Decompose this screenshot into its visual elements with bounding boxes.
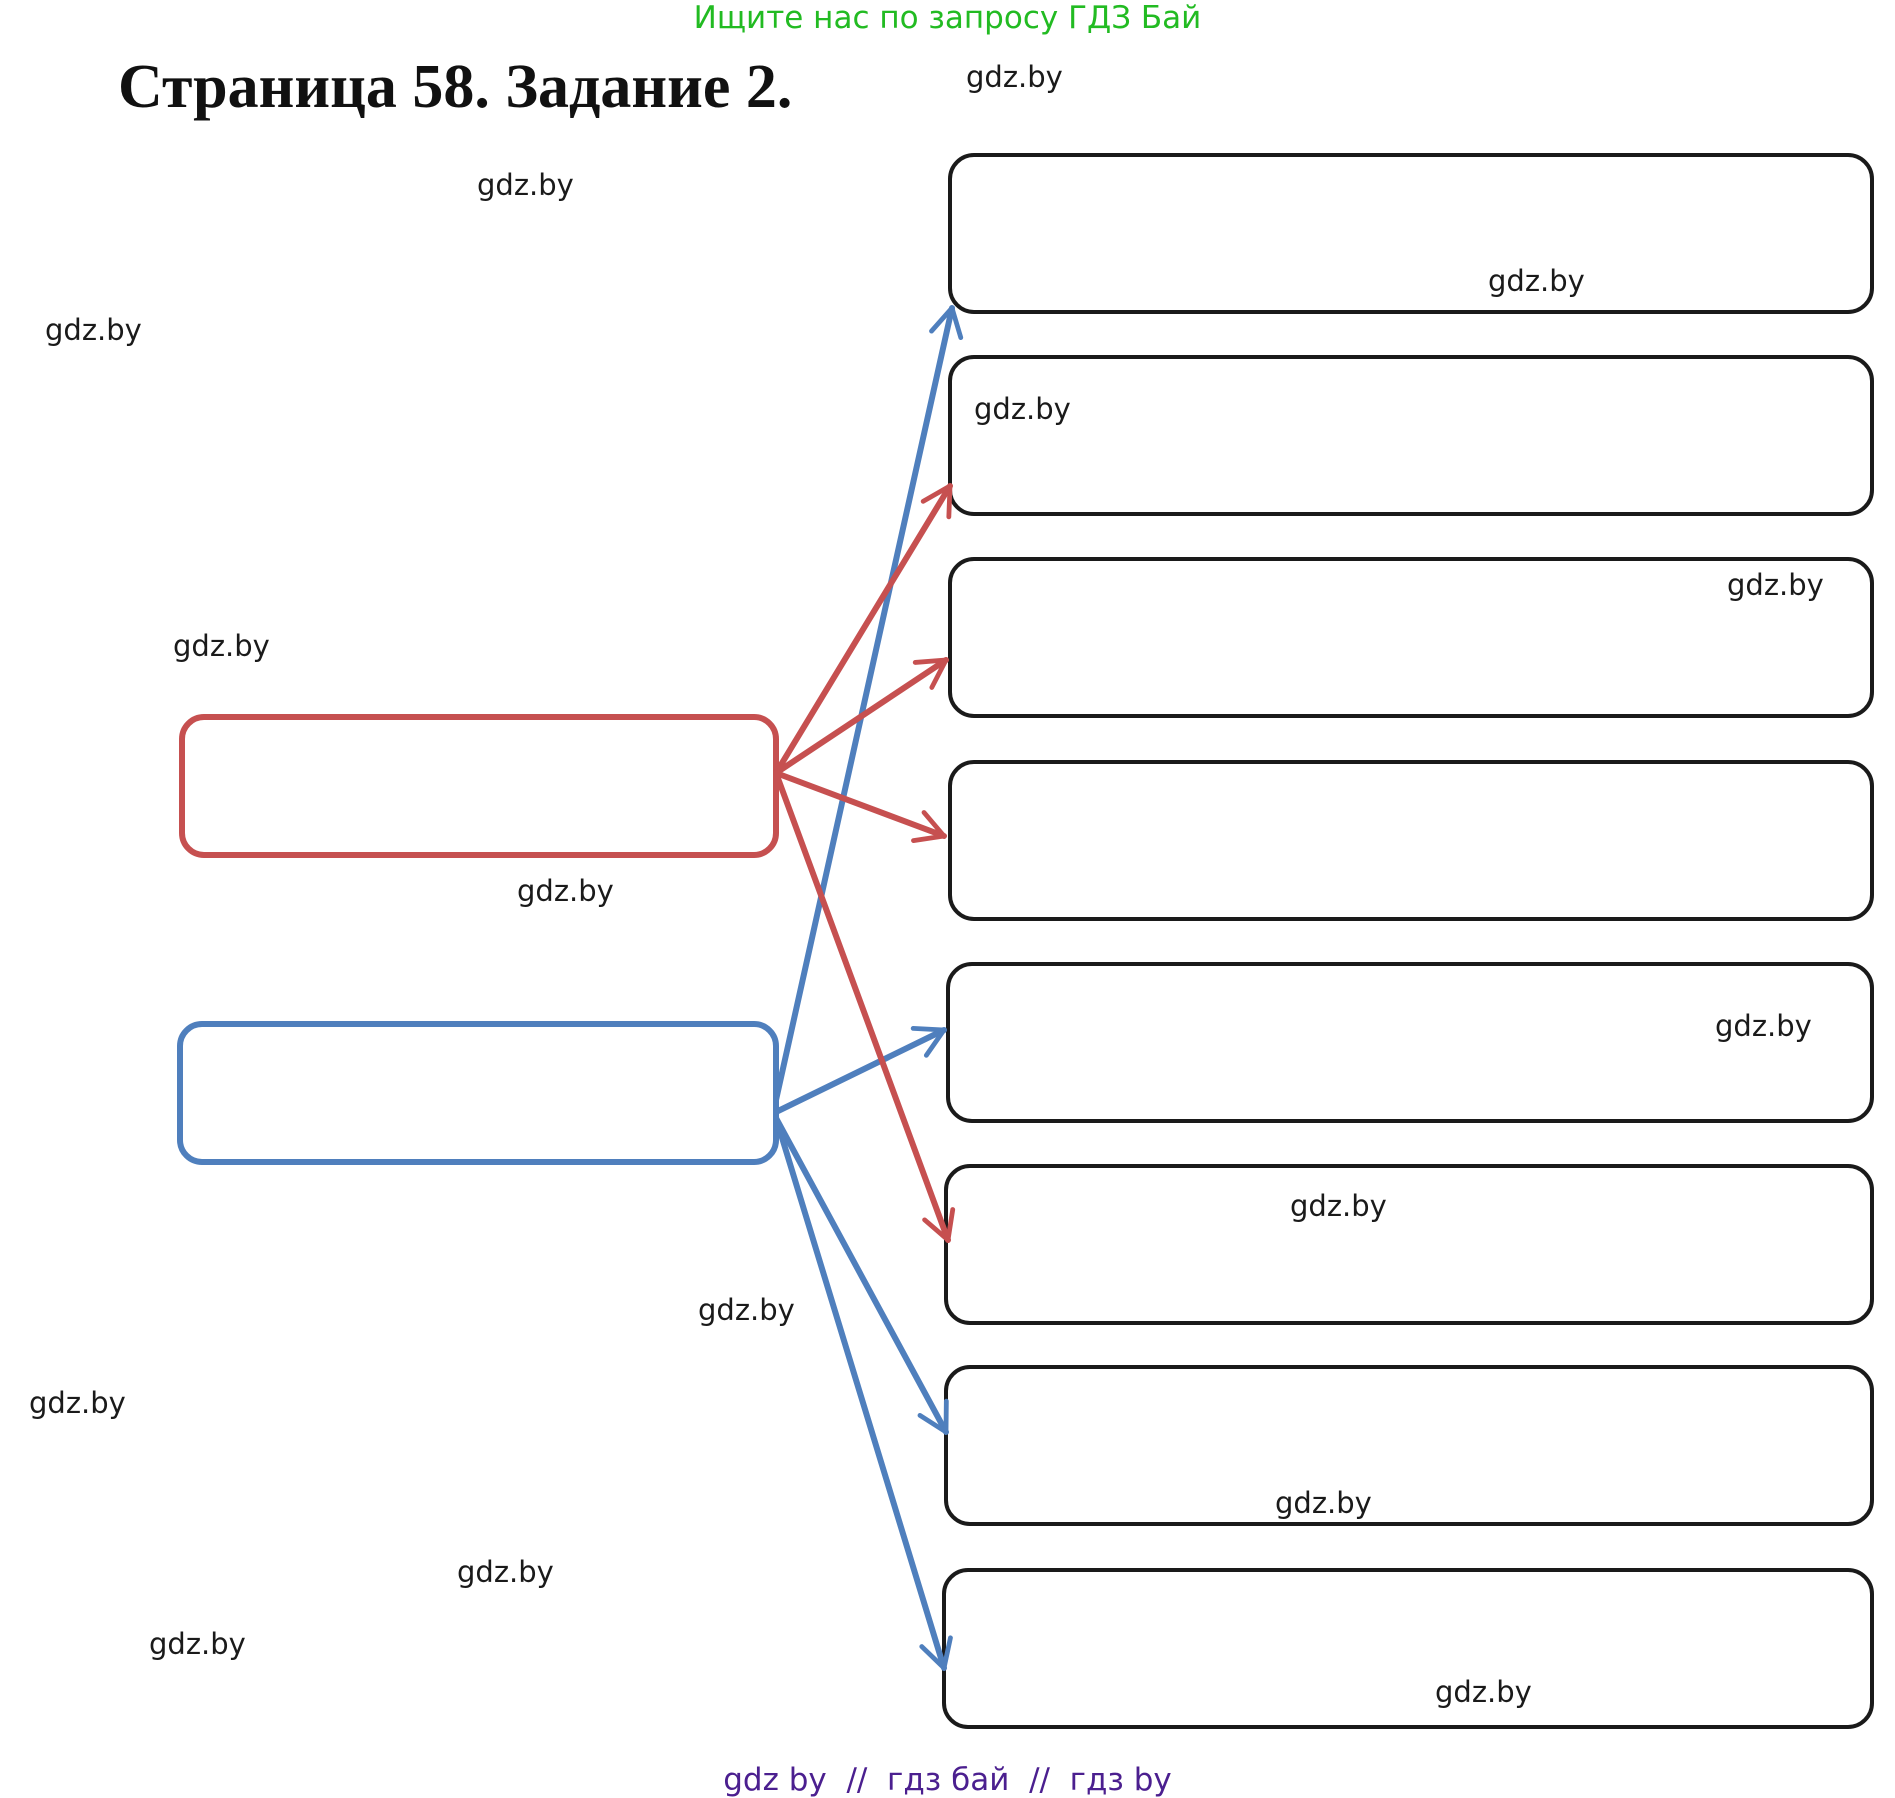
blue-arrow-to-box-8 bbox=[773, 1115, 953, 1671]
watermark: gdz.by bbox=[45, 313, 142, 347]
answer-box-2[interactable] bbox=[948, 355, 1874, 516]
answer-box-5[interactable] bbox=[946, 962, 1874, 1123]
watermark: gdz.by bbox=[1488, 264, 1585, 298]
watermark: gdz.by bbox=[1290, 1189, 1387, 1223]
red-arrow-to-box-3 bbox=[773, 657, 949, 776]
answer-box-1[interactable] bbox=[948, 153, 1874, 314]
red-arrow-to-box-6 bbox=[773, 770, 956, 1243]
watermark: gdz.by bbox=[477, 168, 574, 202]
answer-boxes bbox=[942, 153, 1874, 1729]
red-arrow-to-box-2 bbox=[773, 483, 953, 776]
watermark: gdz.by bbox=[1435, 1675, 1532, 1709]
red-arrows bbox=[773, 483, 956, 1243]
watermark: gdz.by bbox=[698, 1293, 795, 1327]
answer-box-8[interactable] bbox=[942, 1568, 1874, 1729]
answer-box-6[interactable] bbox=[944, 1164, 1874, 1325]
watermark: gdz.by bbox=[974, 392, 1071, 426]
watermark: gdz.by bbox=[457, 1555, 554, 1589]
blue-arrows bbox=[773, 305, 964, 1671]
watermark: gdz.by bbox=[517, 874, 614, 908]
watermark: gdz.by bbox=[173, 629, 270, 663]
watermark: gdz.by bbox=[29, 1386, 126, 1420]
watermark: gdz.by bbox=[1727, 568, 1824, 602]
blue-arrow-to-box-7 bbox=[773, 1115, 949, 1435]
blue-arrow-to-box-5 bbox=[773, 1025, 947, 1115]
red-source-box[interactable] bbox=[179, 714, 779, 858]
watermark: gdz.by bbox=[1275, 1486, 1372, 1520]
watermark: gdz.by bbox=[149, 1627, 246, 1661]
watermark: gdz.by bbox=[966, 60, 1063, 94]
blue-arrow-to-box-1 bbox=[773, 305, 964, 1103]
blue-source-box[interactable] bbox=[177, 1021, 779, 1165]
answer-box-7[interactable] bbox=[944, 1365, 1874, 1526]
search-hint-banner: Ищите нас по запросу ГДЗ Бай bbox=[693, 0, 1202, 36]
answer-box-4[interactable] bbox=[948, 760, 1874, 921]
footer-links[interactable]: gdz by // гдз бай // гдз by bbox=[723, 1762, 1172, 1798]
answer-box-3[interactable] bbox=[948, 557, 1874, 718]
red-arrow-to-box-4 bbox=[773, 770, 947, 843]
watermark: gdz.by bbox=[1715, 1009, 1812, 1043]
page-title: Страница 58. Задание 2. bbox=[118, 53, 793, 121]
